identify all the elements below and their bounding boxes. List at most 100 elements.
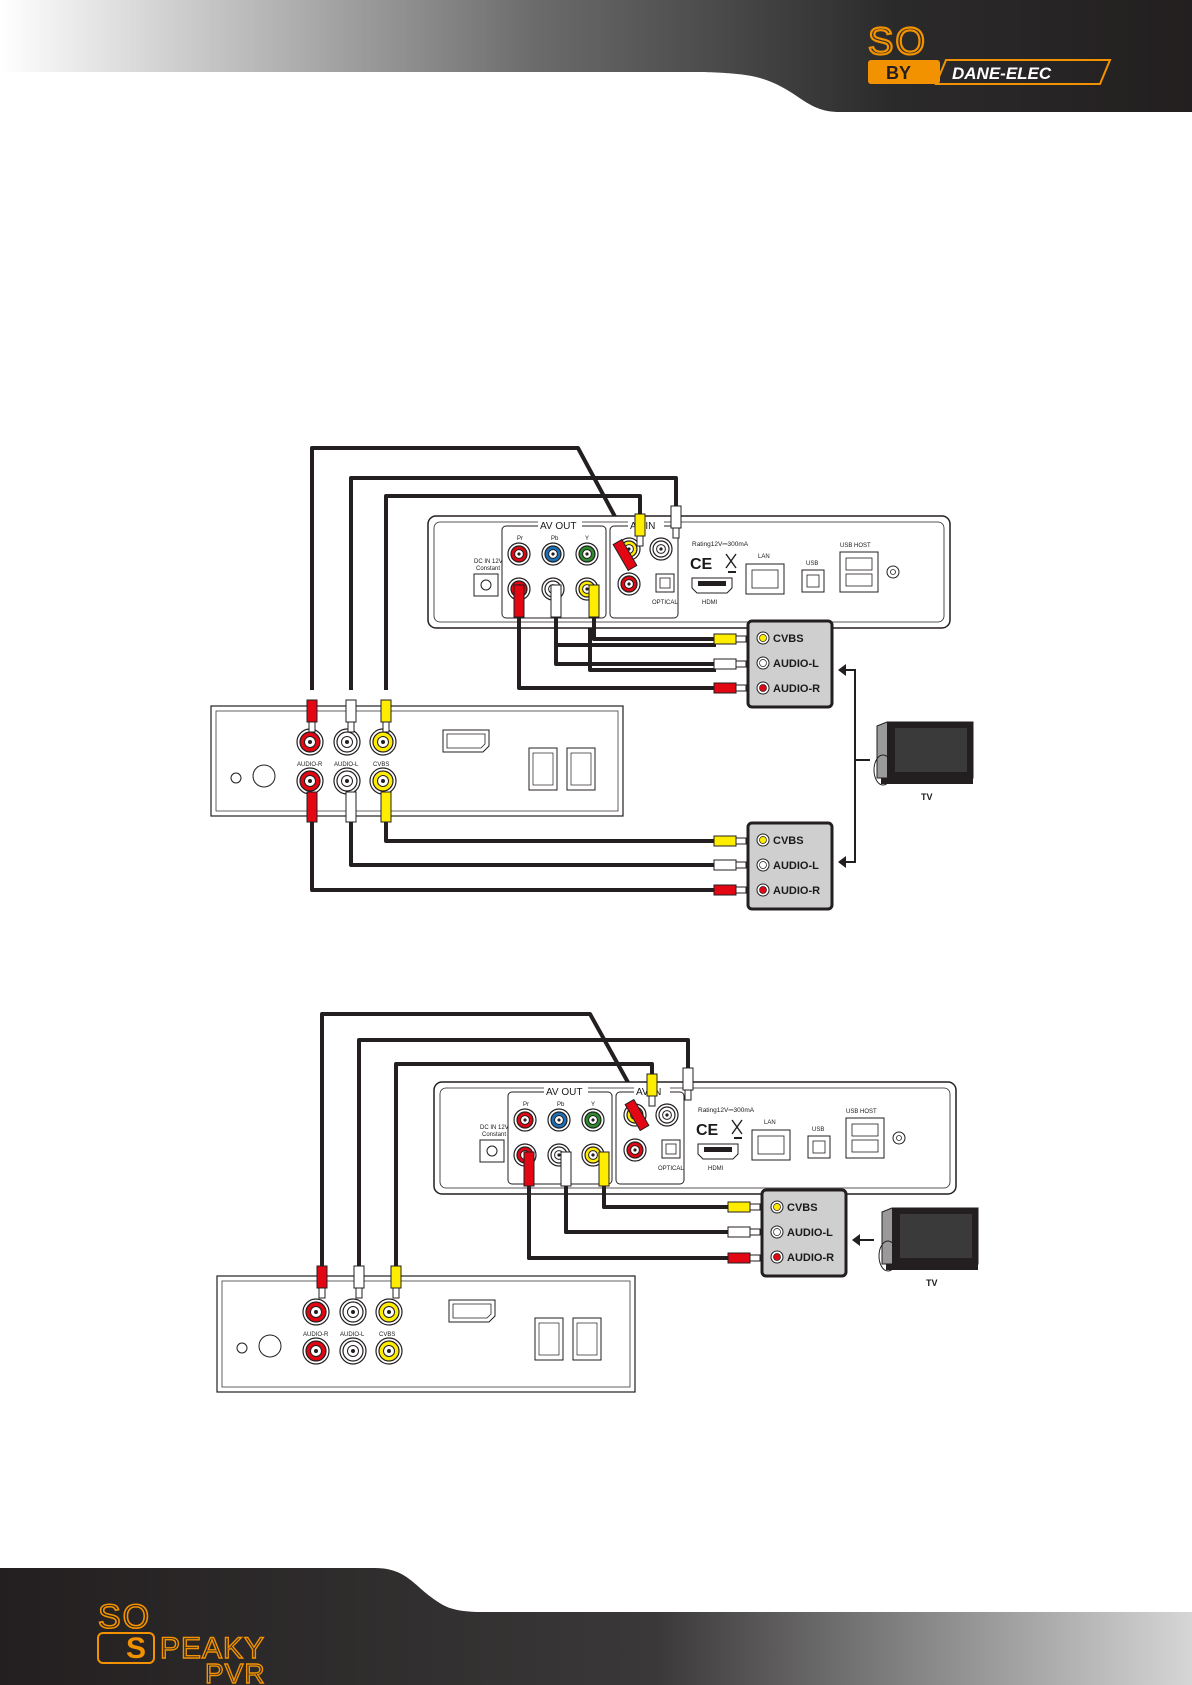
source-led [230, 772, 242, 784]
usb-host-label: USB HOST [846, 1109, 877, 1115]
source-cvbs-in-jack [375, 1298, 403, 1326]
plug-tv1-l [713, 658, 747, 670]
cable2-avout-l-b [564, 1186, 728, 1234]
plug-avout-l [550, 584, 562, 618]
plug-source-cvbs-out [380, 791, 392, 823]
tv-input-cvbs-jack [759, 634, 767, 642]
cable-source-r-to-avin-r [310, 446, 642, 690]
source-audio-l-out-jack [339, 1337, 367, 1365]
plug-avin-l [670, 505, 682, 539]
selection-bracket [842, 669, 856, 863]
cable2-source-l-to-avin-l [357, 1038, 690, 1290]
hdmi-label: HDMI [708, 1166, 724, 1172]
plug-tv2-l [713, 859, 747, 871]
source-audio-r-label: AUDIO-R [303, 1332, 329, 1338]
pr-label: Pr [523, 1102, 529, 1108]
plug2-tv-cvbs [727, 1201, 761, 1213]
source-audio-l-label: AUDIO-L [334, 762, 359, 768]
tv-icon: TV [878, 1207, 979, 1288]
source-slot-1 [528, 747, 558, 791]
brand-so: SO [868, 21, 927, 63]
footer-logo: SO S PEAKY PVR [97, 1597, 265, 1685]
source-audio-l-in-jack [339, 1298, 367, 1326]
source-cvbs-in-jack [369, 728, 397, 756]
y-jack [581, 1108, 605, 1132]
plug-avin-cvbs [634, 513, 646, 547]
cable2-avout-r [527, 1185, 728, 1260]
tv-input-audio-r-jack [759, 684, 767, 692]
plug-avout-r [513, 584, 525, 618]
pb-label: Pb [551, 536, 559, 542]
source-cvbs-out-jack [369, 767, 397, 795]
ground-screw [886, 565, 900, 579]
footer-logo-peaky: PEAKY [160, 1632, 265, 1665]
source-audio-l-out-jack [333, 767, 361, 795]
plug-avin-r [612, 538, 638, 572]
pr-jack [507, 542, 531, 566]
y-jack [575, 542, 599, 566]
pb-jack [547, 1108, 571, 1132]
tv-icon: TV [873, 721, 974, 802]
page-footer: SO S PEAKY PVR [0, 1568, 1192, 1685]
cable2-source-r-to-avin-r [320, 1012, 652, 1290]
source-power-knob [252, 764, 276, 788]
optical-port [661, 1139, 681, 1159]
plug-source-cvbs-in [380, 699, 392, 733]
dc-in-label: DC IN 12V [480, 1125, 509, 1131]
usb-label: USB [812, 1127, 824, 1133]
plug2-source-l-in [353, 1265, 365, 1299]
dc-in-sub-label: Constant [476, 566, 500, 572]
plug2-avin-r [624, 1098, 650, 1132]
brand-by: BY [886, 63, 911, 83]
tv-input-audio-r-label: AUDIO-R [773, 683, 820, 695]
source-slot-1 [534, 1317, 564, 1361]
pr-label: Pr [517, 536, 523, 542]
y-label: Y [585, 536, 589, 542]
usb-port [807, 1135, 831, 1159]
page-header: SO BY DANE-ELEC [0, 0, 1192, 112]
plug2-avout-l [560, 1151, 572, 1187]
source-cvbs-label: CVBS [379, 1332, 395, 1338]
tv-input-audio-l-label: AUDIO-L [787, 1227, 833, 1239]
dc-in-port [473, 573, 499, 597]
optical-label: OPTICAL [652, 600, 678, 606]
tv-label: TV [926, 1278, 938, 1288]
plug2-source-cvbs-in [390, 1265, 402, 1299]
tv-input-cvbs-label: CVBS [787, 1202, 818, 1214]
tv-label: TV [921, 792, 933, 802]
tv-input-cvbs-jack [773, 1203, 781, 1211]
source-audio-l-label: AUDIO-L [340, 1332, 365, 1338]
av-out-cvbs-jack [581, 1143, 605, 1167]
cable-avout-l [554, 617, 716, 666]
usb-host-label: USB HOST [840, 543, 871, 549]
plug-source-l-in [345, 699, 357, 733]
cable-source-l-to-avin-l [349, 476, 678, 690]
source-slot-2 [566, 747, 596, 791]
cable-source-cvbs-to-avin-cvbs [384, 494, 642, 690]
pb-label: Pb [557, 1102, 565, 1108]
source-audio-r-in-jack [296, 728, 324, 756]
source-led [236, 1342, 248, 1354]
optical-label: OPTICAL [658, 1166, 684, 1172]
brand-logo: SO BY DANE-ELEC [867, 20, 1112, 85]
usb-port [801, 569, 825, 593]
tv-input-cvbs-label: CVBS [773, 835, 804, 847]
tv-input-cvbs-jack [759, 836, 767, 844]
weee-icon [725, 553, 737, 569]
plug-tv1-r [713, 682, 747, 694]
av-out-audio-l-jack [547, 1143, 571, 1167]
dc-in-label: DC IN 12V [474, 559, 503, 565]
plug-tv2-r [713, 884, 747, 896]
rating-label: Rating12V⎓300mA [692, 541, 749, 548]
av-out-label: AV OUT [546, 1087, 582, 1098]
tv-input-audio-r-label: AUDIO-R [773, 885, 820, 897]
plug2-avout-cvbs [598, 1151, 610, 1187]
source-audio-r-in-jack [302, 1298, 330, 1326]
source-audio-l-in-jack [333, 728, 361, 756]
cable2-avout-r-b [527, 1186, 728, 1260]
